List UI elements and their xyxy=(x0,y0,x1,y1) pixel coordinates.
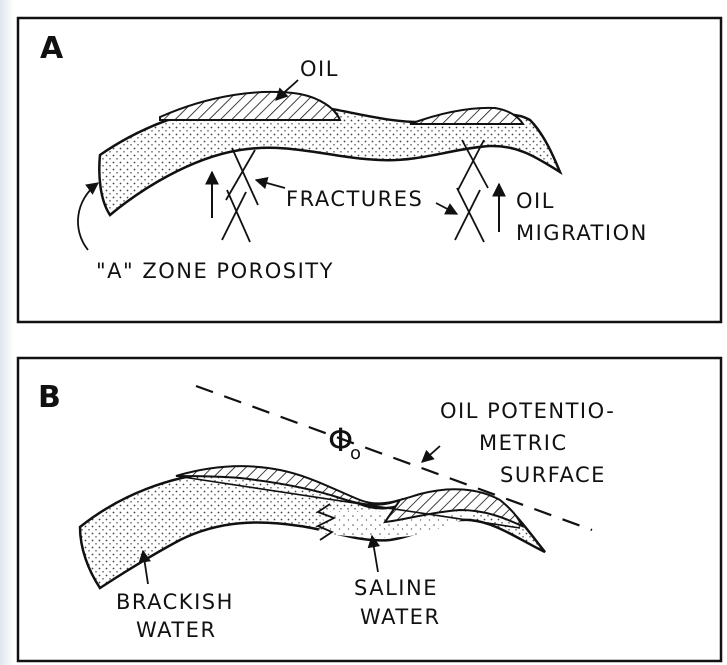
a-fractures-leader-right xyxy=(436,203,457,214)
b-label-saline-2: WATER xyxy=(360,605,441,629)
a-label-oil-migration-1: OIL xyxy=(516,189,555,213)
panel-a-letter: A xyxy=(40,31,64,66)
a-oil-accumulation-right xyxy=(410,108,523,124)
b-label-potentiometric-2: METRIC xyxy=(479,431,568,455)
b-phi-subscript: o xyxy=(350,443,361,464)
a-fractures-left xyxy=(222,148,258,242)
b-potentiometric-leader xyxy=(422,446,440,462)
b-label-potentiometric-1: OIL POTENTIO- xyxy=(440,399,615,423)
panel-b: B Φ o OIL POTENTIO- METRIC SURFACE BRACK… xyxy=(18,358,721,661)
b-label-potentiometric-3: SURFACE xyxy=(500,463,606,487)
a-label-zone-porosity: "A" ZONE POROSITY xyxy=(96,259,334,283)
a-label-oil: OIL xyxy=(300,57,339,81)
panel-b-letter: B xyxy=(38,380,61,415)
a-oil-accumulation-left xyxy=(160,92,340,120)
a-fractures-leader-left xyxy=(256,180,285,188)
panel-a: A OIL FRACTURES xyxy=(18,18,721,322)
a-zone-porosity-leader xyxy=(78,183,98,250)
a-fractures-right xyxy=(455,140,488,242)
a-label-oil-migration-2: MIGRATION xyxy=(516,221,648,245)
b-label-saline-1: SALINE xyxy=(354,576,438,600)
b-label-brackish-2: WATER xyxy=(136,618,217,642)
a-label-fractures: FRACTURES xyxy=(286,187,423,211)
b-label-brackish-1: BRACKISH xyxy=(116,590,234,614)
